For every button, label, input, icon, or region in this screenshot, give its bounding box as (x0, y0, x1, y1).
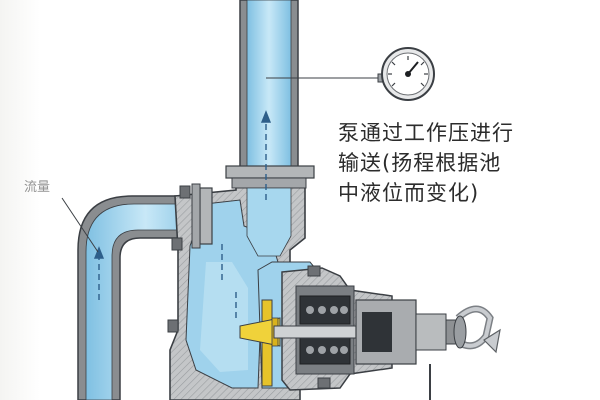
flow-leader-line (61, 197, 99, 253)
rotation-arrow-icon (453, 305, 501, 354)
flow-label: 流量 (24, 180, 51, 195)
pump-caption: 泵通过工作压进行 输送(扬程根据池 中液位而变化) (338, 121, 514, 205)
flow-arrows (93, 110, 272, 318)
bearing-housing (273, 265, 461, 400)
pressure-gauge-icon (377, 47, 435, 101)
discharge-pipe (225, 0, 315, 257)
